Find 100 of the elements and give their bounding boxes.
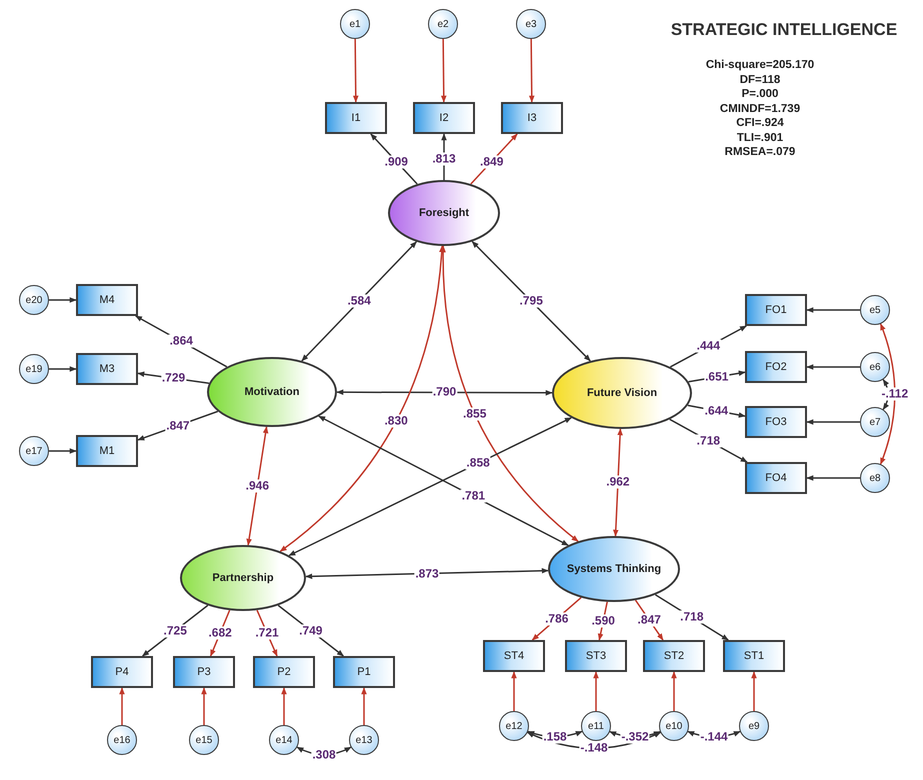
path-arrow <box>806 475 860 481</box>
latent-variable-ellipse: Foresight <box>388 180 500 246</box>
error-term-circle: e3 <box>516 9 546 39</box>
fit-statistic: TLI=.901 <box>736 130 784 145</box>
observed-variable-box: FO2 <box>745 351 807 383</box>
edge-label: .849 <box>479 155 504 168</box>
path-arrow <box>806 307 860 313</box>
latent-variable-ellipse: Future Vision <box>552 357 692 429</box>
observed-variable-box: FO4 <box>745 462 807 494</box>
observed-variable-box: P4 <box>91 656 153 688</box>
fit-statistic: DF=118 <box>740 72 780 87</box>
observed-variable-box: ST2 <box>643 640 705 672</box>
edge-label: .444 <box>696 340 721 353</box>
edge-label: .909 <box>384 155 409 168</box>
edge-label: .651 <box>704 370 730 384</box>
covariance-arrow <box>336 389 553 396</box>
observed-variable-box: M4 <box>76 284 138 316</box>
observed-variable-box: I3 <box>501 102 563 134</box>
edge-label: .786 <box>544 612 570 626</box>
error-term-circle: e10 <box>659 711 689 741</box>
observed-variable-box: P2 <box>253 656 315 688</box>
observed-variable-box: M3 <box>76 353 138 385</box>
edge-label: .781 <box>460 490 486 503</box>
edge-label: .729 <box>160 372 186 385</box>
covariance-arrow <box>880 323 896 465</box>
path-arrow <box>361 687 367 725</box>
edge-label: -.144 <box>699 730 729 744</box>
edge-label: .308 <box>311 748 337 762</box>
observed-variable-box: I2 <box>413 102 475 134</box>
observed-variable-box: M1 <box>76 435 138 467</box>
fit-statistic: RMSEA=.079 <box>724 145 796 160</box>
error-term-circle: e16 <box>107 725 137 755</box>
error-term-circle: e8 <box>860 463 890 493</box>
covariance-arrow <box>318 416 569 546</box>
fit-statistic: Chi-square=205.170 <box>706 58 814 72</box>
covariance-arrow <box>280 245 444 552</box>
fit-statistic: P=.000 <box>742 87 778 102</box>
error-term-circle: e15 <box>189 725 219 755</box>
covariance-arrow <box>288 417 572 556</box>
edge-label: .749 <box>298 624 324 638</box>
error-term-circle: e11 <box>581 711 611 741</box>
covariance-arrow <box>472 240 591 362</box>
observed-variable-box: ST3 <box>565 640 627 672</box>
covariance-arrow <box>440 245 579 542</box>
edge-label: .644 <box>704 404 730 418</box>
edge-label: .847 <box>636 614 662 627</box>
edge-label: .830 <box>383 414 409 428</box>
error-term-circle: e5 <box>860 295 890 325</box>
edge-label: .813 <box>431 152 457 166</box>
observed-variable-box: ST4 <box>483 640 545 672</box>
edge-label: .590 <box>590 614 616 628</box>
edge-label: .962 <box>605 476 631 489</box>
edge-label: .858 <box>465 456 491 470</box>
path-arrow <box>671 671 677 711</box>
error-term-circle: e12 <box>499 711 529 741</box>
error-term-circle: e7 <box>860 407 890 437</box>
edge-label: .725 <box>162 624 188 638</box>
path-arrow <box>352 39 359 103</box>
edge-label: .718 <box>696 434 722 448</box>
diagram-title: STRATEGIC INTELLIGENCE <box>670 20 898 40</box>
edge-label: -.148 <box>579 742 609 755</box>
observed-variable-box: FO1 <box>745 294 807 326</box>
edge-label: .158 <box>542 730 568 744</box>
fit-statistic: CMINDF=1.739 <box>720 102 800 116</box>
error-term-circle: e2 <box>428 9 458 39</box>
observed-variable-box: P1 <box>333 656 395 688</box>
path-arrow <box>49 366 77 372</box>
path-arrow <box>201 687 207 725</box>
path-arrow <box>511 671 517 711</box>
covariance-arrow <box>246 426 268 546</box>
error-term-circle: e17 <box>19 436 49 466</box>
edge-label: .790 <box>432 386 458 399</box>
edge-label: .718 <box>679 610 704 624</box>
edge-label: .855 <box>462 407 488 420</box>
observed-variable-box: ST1 <box>723 640 785 672</box>
covariance-arrow <box>301 241 417 362</box>
path-arrow <box>49 448 77 454</box>
path-arrow <box>49 297 77 303</box>
fit-statistic: CFI=.924 <box>736 116 784 130</box>
path-arrow <box>528 39 535 103</box>
error-term-circle: e14 <box>269 725 299 755</box>
path-arrow <box>751 671 757 711</box>
observed-variable-box: I1 <box>325 102 387 134</box>
path-arrow <box>806 419 860 425</box>
edge-label: .682 <box>207 626 233 640</box>
edge-label: .873 <box>414 567 440 580</box>
error-term-circle: e20 <box>19 285 49 315</box>
observed-variable-box: P3 <box>173 656 235 688</box>
path-arrow <box>119 687 125 725</box>
latent-variable-ellipse: Systems Thinking <box>548 536 680 602</box>
edge-label: -.352 <box>620 730 650 744</box>
edge-label: .946 <box>244 479 270 492</box>
covariance-arrow <box>613 428 623 537</box>
latent-variable-ellipse: Motivation <box>207 357 337 427</box>
edge-label: .847 <box>165 419 191 432</box>
covariance-arrow <box>305 568 549 580</box>
error-term-circle: e6 <box>860 352 890 382</box>
latent-variable-ellipse: Partnership <box>180 545 306 611</box>
edge-label: .584 <box>346 294 372 308</box>
path-arrow <box>281 687 287 725</box>
